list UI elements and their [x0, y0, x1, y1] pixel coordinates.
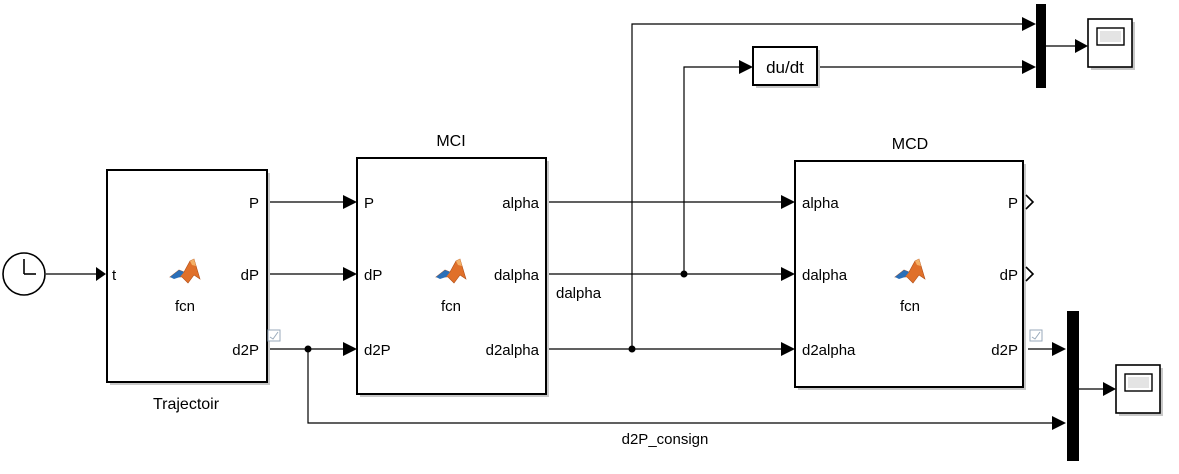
mcd-out-p: P	[1008, 195, 1018, 212]
mcd-in-dalpha: dalpha	[802, 267, 848, 284]
trajectoir-title: Trajectoir	[153, 396, 220, 413]
arrow-mux-bottom-in2	[1052, 416, 1066, 430]
derivative-block[interactable]: du/dt	[752, 46, 820, 88]
mcd-out-dp: dP	[1000, 267, 1018, 284]
junction-dalpha	[680, 270, 688, 278]
arrow-mci-d2p	[343, 342, 357, 356]
log-check-icon	[1031, 331, 1041, 340]
trajectoir-fcn-label: fcn	[175, 298, 195, 315]
arrow-scope-bottom-in	[1103, 382, 1116, 396]
mcd-out-d2p: d2P	[991, 342, 1018, 359]
trajectoir-in-t: t	[112, 267, 117, 284]
mci-out-d2alpha: d2alpha	[486, 342, 540, 359]
mci-in-d2p: d2P	[364, 342, 391, 359]
mci-out-alpha: alpha	[502, 195, 539, 212]
derivative-label: du/dt	[766, 58, 804, 77]
mux-bottom[interactable]	[1067, 311, 1079, 461]
signal-label-d2p-consign: d2P_consign	[622, 431, 709, 448]
arrow-scope-top-in	[1075, 39, 1088, 53]
junction-d2alpha	[628, 345, 636, 353]
scope-top[interactable]	[1087, 18, 1135, 70]
arrow-mux-top-in1	[1022, 17, 1036, 31]
trajectoir-out-p: P	[249, 195, 259, 212]
mci-block[interactable]: MCI P dP d2P alpha dalpha d2alpha fcn	[356, 133, 549, 397]
log-signal-icon	[1029, 329, 1043, 342]
mux-top[interactable]	[1036, 4, 1046, 88]
unconnected-port-dp-icon[interactable]	[1025, 266, 1035, 282]
mcd-block[interactable]: MCD alpha dalpha d2alpha P dP d2P fcn	[794, 136, 1043, 390]
log-check-icon	[269, 331, 279, 340]
arrowheads	[96, 17, 1116, 430]
junctions	[304, 270, 688, 353]
mcd-title: MCD	[892, 136, 928, 153]
mci-out-dalpha: dalpha	[494, 267, 540, 284]
scope-bottom[interactable]	[1115, 364, 1163, 416]
mcd-body[interactable]	[794, 160, 1024, 388]
mcd-in-alpha: alpha	[802, 195, 839, 212]
arrow-mcd-dalpha	[781, 267, 795, 281]
mcd-fcn-label: fcn	[900, 298, 920, 315]
arrow-mci-p	[343, 195, 357, 209]
mci-in-p: P	[364, 195, 374, 212]
arrow-derivative-in	[739, 60, 753, 74]
arrow-t	[96, 267, 106, 281]
wire-dalpha-to-derivative	[683, 66, 740, 274]
wires	[46, 23, 1104, 424]
mci-title: MCI	[436, 133, 465, 150]
arrow-mcd-alpha	[781, 195, 795, 209]
derivative-body[interactable]	[752, 46, 818, 86]
scope-screen	[1100, 31, 1121, 42]
trajectoir-out-dp: dP	[241, 267, 259, 284]
arrow-mux-top-in2	[1022, 60, 1036, 74]
log-signal-icon	[267, 329, 281, 342]
signal-label-dalpha: dalpha	[556, 285, 602, 302]
clock-block[interactable]	[2, 252, 46, 296]
wire-d2p-consign	[307, 349, 1052, 424]
arrow-mci-dp	[343, 267, 357, 281]
mci-fcn-label: fcn	[441, 298, 461, 315]
unconnected-port-p-icon[interactable]	[1025, 194, 1035, 210]
mci-in-dp: dP	[364, 267, 382, 284]
scope-screen	[1128, 377, 1149, 388]
mcd-in-d2alpha: d2alpha	[802, 342, 856, 359]
trajectoir-out-d2p: d2P	[232, 342, 259, 359]
arrow-mux-bottom-in1	[1052, 342, 1066, 356]
junction-d2p	[304, 345, 312, 353]
wire-d2alpha-to-mux	[631, 23, 1023, 349]
trajectoir-block[interactable]: t P dP d2P fcn Trajectoir	[106, 169, 281, 413]
arrow-mcd-d2alpha	[781, 342, 795, 356]
